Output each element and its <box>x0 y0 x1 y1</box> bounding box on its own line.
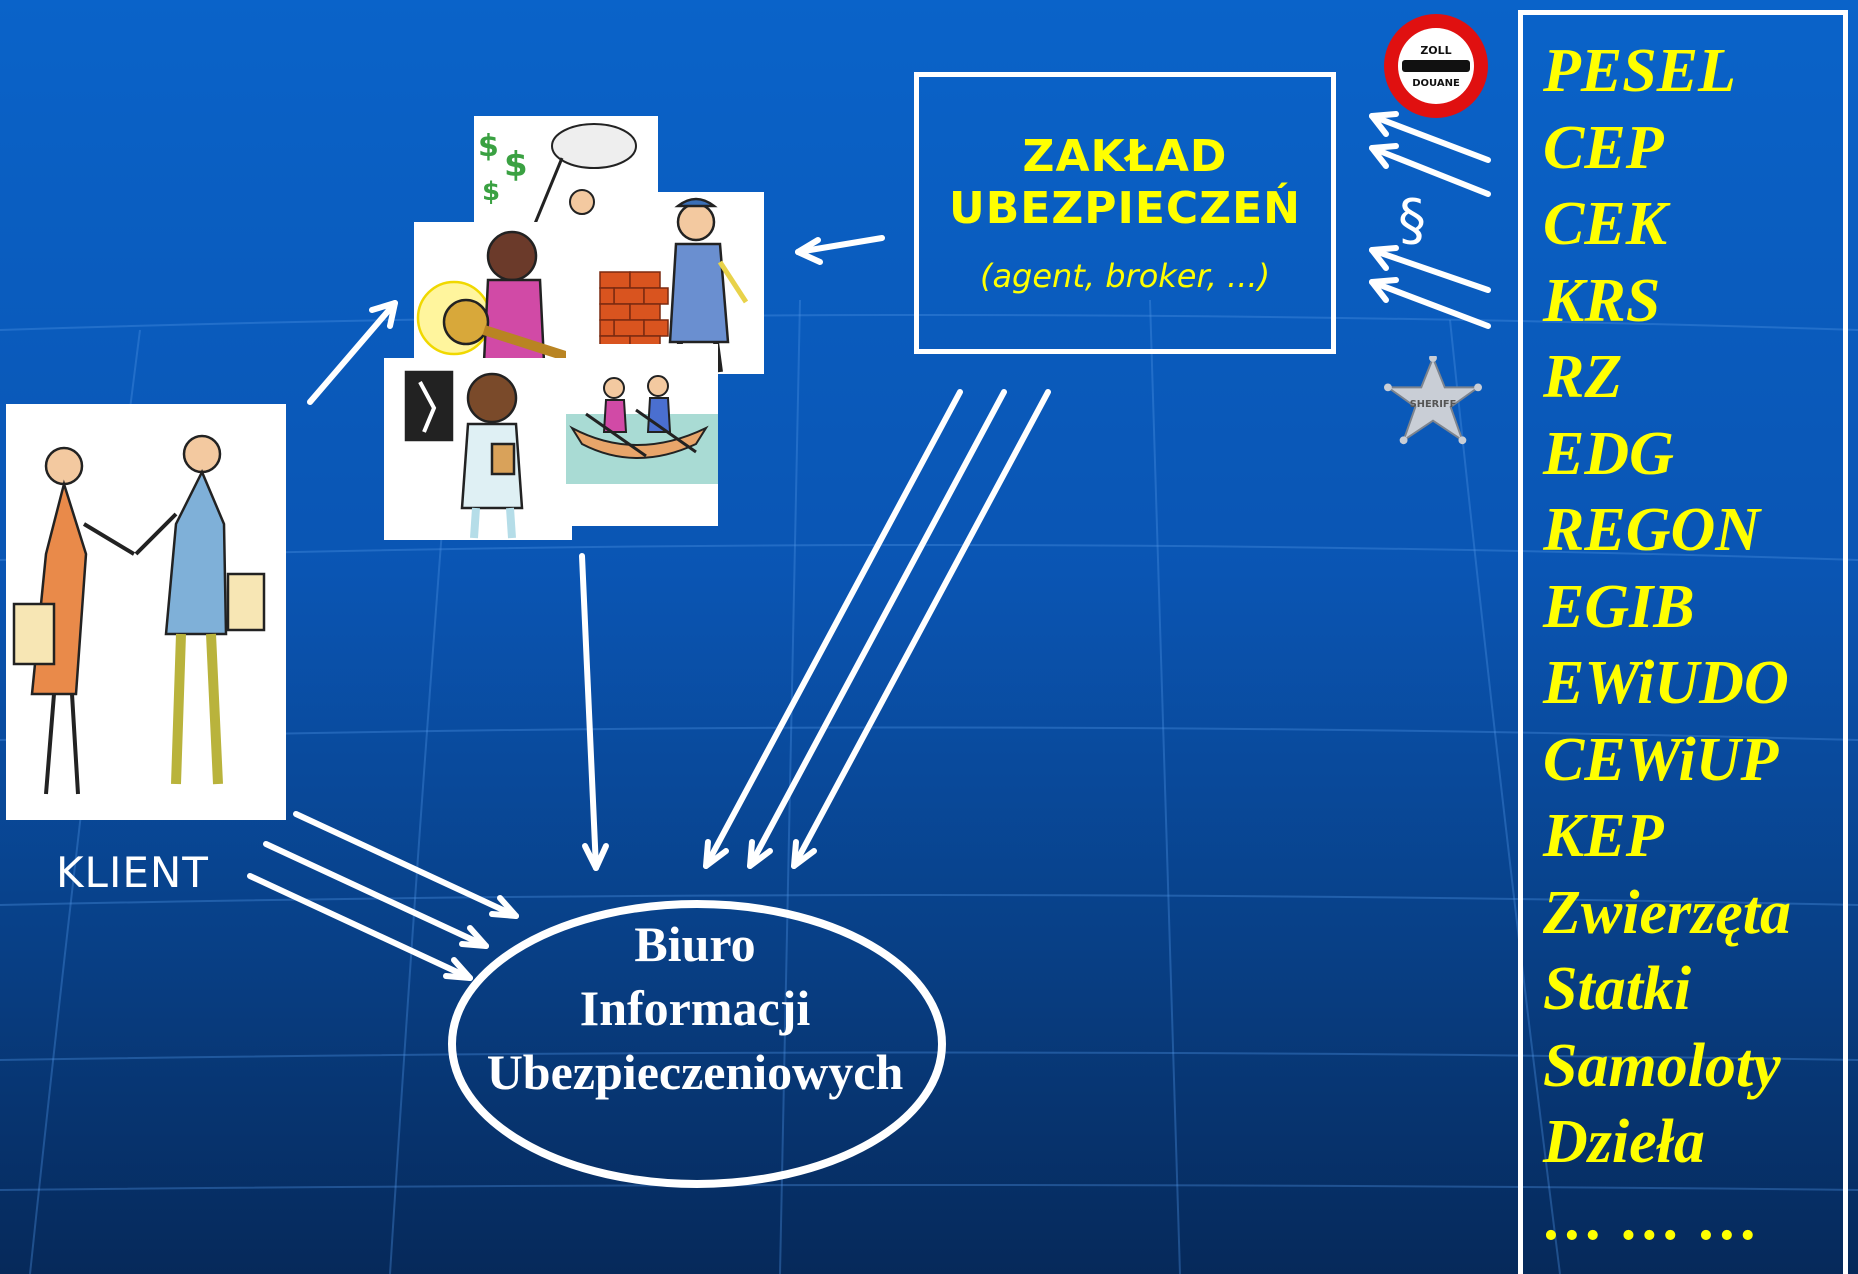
section-symbol: § <box>1398 188 1426 253</box>
zaklad-title: ZAKŁAD UBEZPIECZEŃ <box>949 131 1301 234</box>
biuro-line-1: Biuro <box>634 916 756 972</box>
arrow-zaklad-to-biuro-2 <box>747 389 1007 869</box>
svg-text:$: $ <box>478 129 499 164</box>
biuro-informacji-label: Biuro Informacji Ubezpieczeniowych <box>460 912 930 1104</box>
registry-item: EWiUDO <box>1543 649 1789 717</box>
arrow-registry-to-zaklad-4 <box>1369 279 1491 329</box>
arrow-client-to-biuro-3 <box>247 873 473 981</box>
registry-item: KEP <box>1543 802 1664 870</box>
registry-item: RZ <box>1543 343 1623 411</box>
arrow-registry-to-zaklad-2 <box>1369 145 1491 197</box>
registry-item: Dzieła <box>1543 1108 1705 1176</box>
registry-panel: PESEL CEP CEK KRS RZ EDG REGON EGIB EWiU… <box>1518 10 1848 1274</box>
registry-item: PESEL <box>1543 37 1736 105</box>
arrow-zaklad-to-biuro-1 <box>703 389 963 869</box>
arrow-client-to-clipart <box>307 300 398 405</box>
registry-item: Zwierzęta <box>1543 878 1791 947</box>
bricklayer-illustration <box>596 192 764 374</box>
zaklad-subtitle: (agent, broker, ...) <box>979 257 1271 295</box>
butterfly-net-money-icon: $ $ $ <box>474 116 658 232</box>
customs-sign-icon: ZOLL DOUANE <box>1384 14 1488 118</box>
biuro-line-3: Ubezpieczeniowych <box>486 1044 904 1100</box>
klient-label: KLIENT <box>56 848 209 897</box>
registry-item: CEWiUP <box>1543 725 1779 794</box>
sheriff-badge-text: SHERIFF <box>1410 399 1457 410</box>
customs-sign-line2: DOUANE <box>1412 78 1460 89</box>
registry-list: PESEL CEP CEK KRS RZ EDG REGON EGIB EWiU… <box>1523 15 1843 1257</box>
svg-text:$: $ <box>504 145 528 185</box>
svg-text:$: $ <box>482 177 500 207</box>
registry-item: KRS <box>1543 266 1661 335</box>
arrow-registry-to-zaklad-3 <box>1369 247 1491 293</box>
zaklad-ubezpieczen-box: ZAKŁAD UBEZPIECZEŃ (agent, broker, ...) <box>914 72 1336 354</box>
doctor-xray-illustration <box>384 358 572 540</box>
sheriff-star-icon: SHERIFF <box>1384 356 1482 445</box>
arrow-client-to-biuro-2 <box>263 841 489 949</box>
registry-item: EDG <box>1543 419 1674 488</box>
customs-sign-line1: ZOLL <box>1420 44 1451 57</box>
arrow-zaklad-to-biuro-3 <box>791 389 1051 869</box>
registry-item: CEP <box>1543 113 1664 182</box>
arrow-clipart-to-biuro <box>579 553 599 871</box>
registry-item: … … … <box>1543 1184 1760 1253</box>
canoe-illustration <box>566 344 718 526</box>
arrow-registry-to-zaklad-1 <box>1369 113 1491 163</box>
biuro-ellipse <box>448 900 946 1188</box>
registry-item: REGON <box>1543 496 1761 564</box>
registry-item: CEK <box>1543 190 1668 258</box>
registry-item: Samoloty <box>1543 1031 1781 1100</box>
handshake-illustration <box>6 404 286 820</box>
arrow-client-to-biuro-1 <box>293 811 519 919</box>
arrow-zaklad-to-clipart <box>795 235 885 255</box>
registry-item: EGIB <box>1543 572 1695 641</box>
biuro-line-2: Informacji <box>579 980 811 1036</box>
registry-item: Statki <box>1543 955 1692 1023</box>
